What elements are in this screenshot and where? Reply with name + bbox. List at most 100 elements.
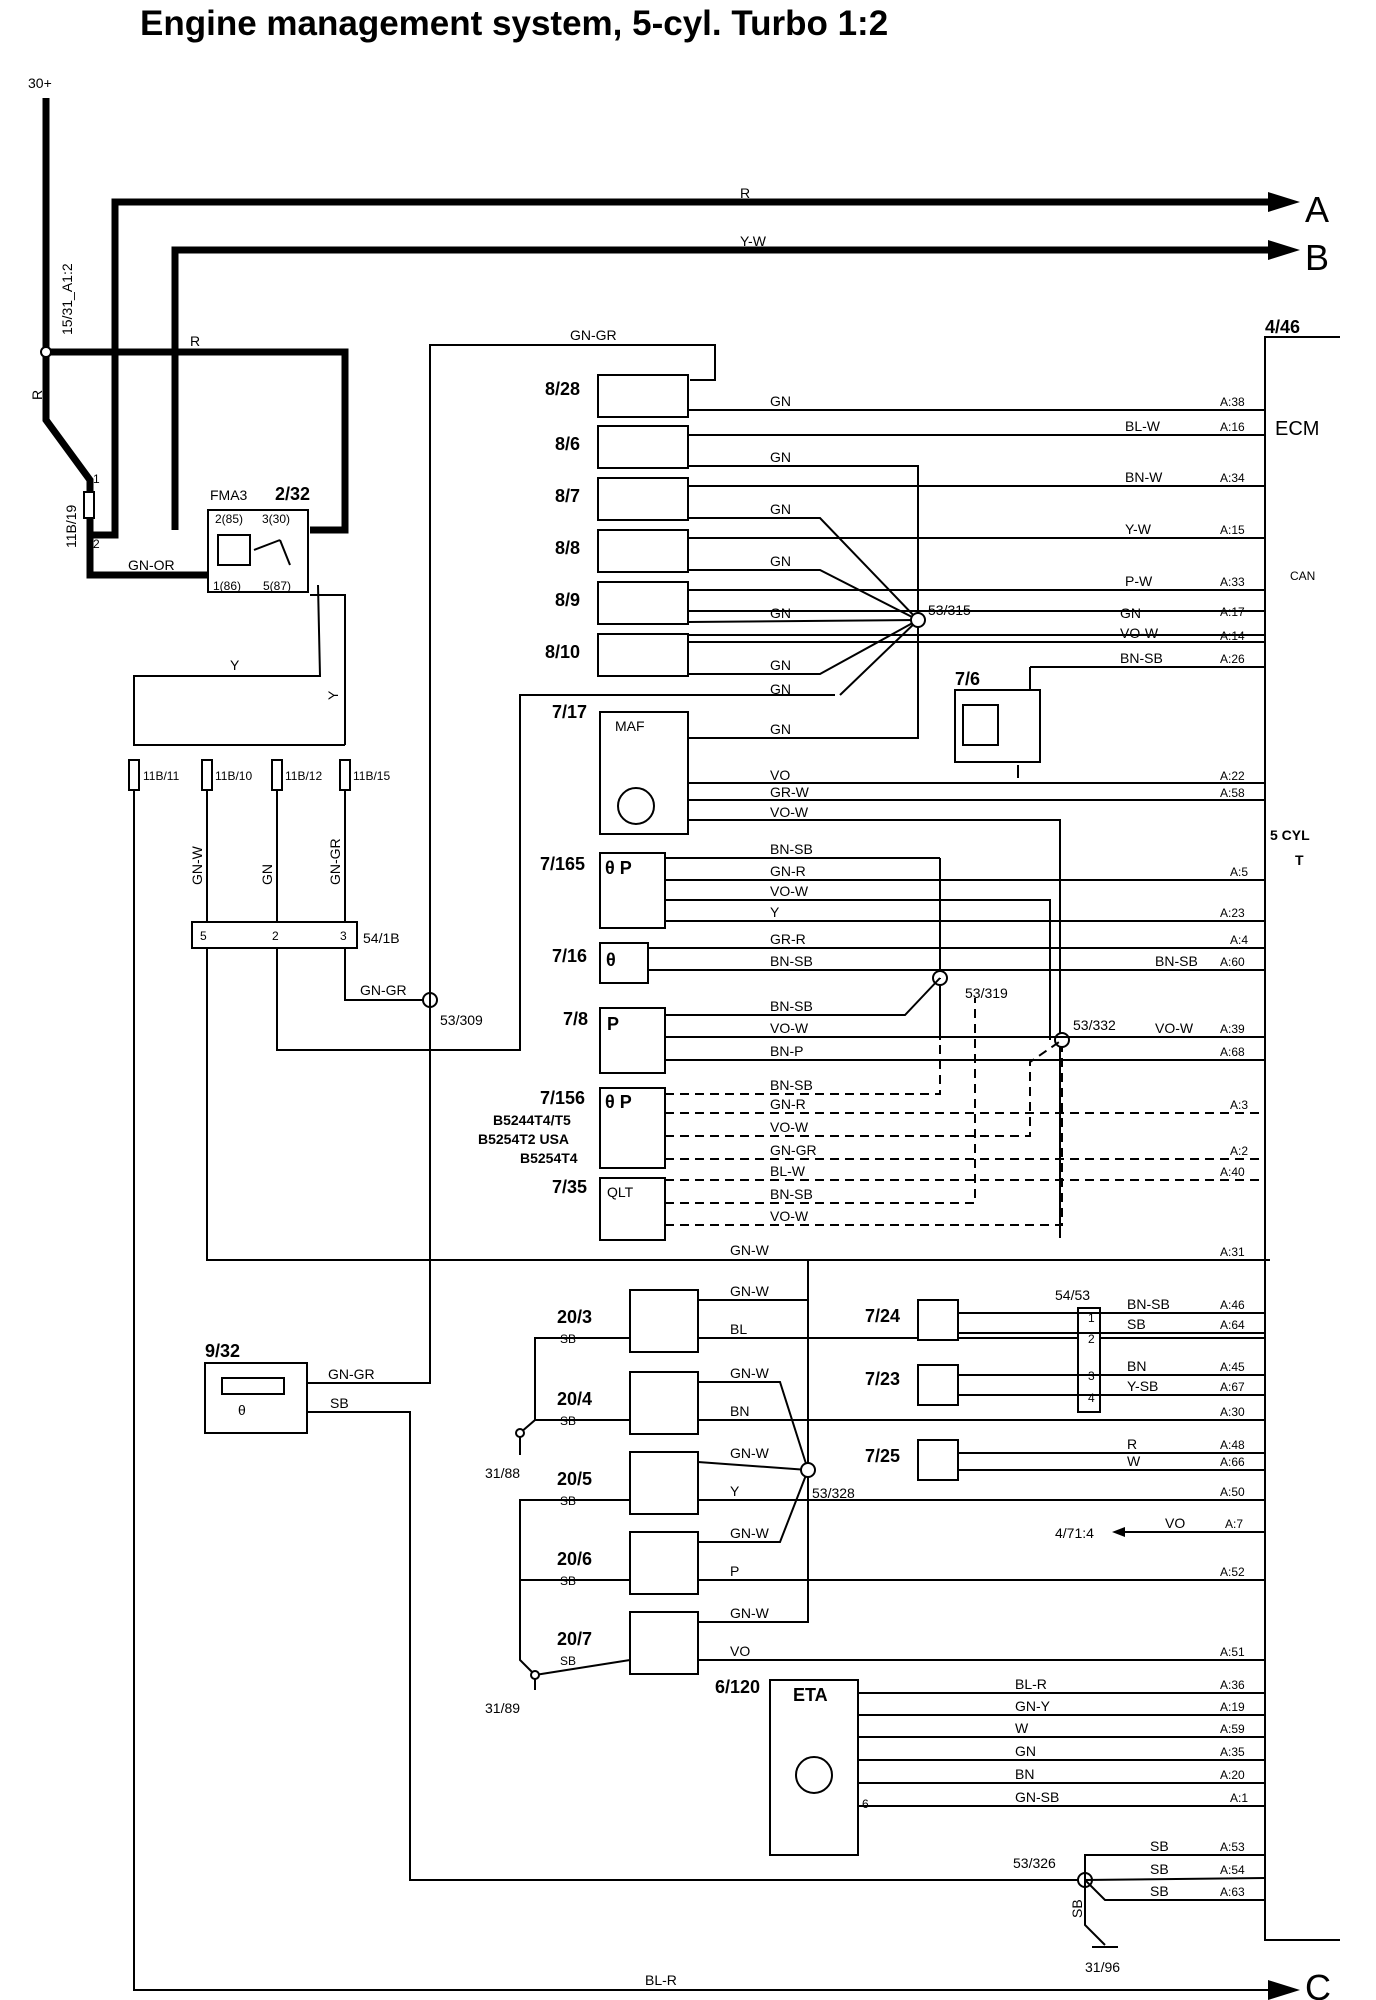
wl-bnsb-35: BN-SB bbox=[770, 1186, 813, 1202]
label-6-120: 6/120 bbox=[715, 1677, 760, 1697]
wl-p-c4: P bbox=[730, 1563, 739, 1579]
wl-gn-5: GN bbox=[770, 605, 791, 621]
label-15-31: 15/31_A1:2 bbox=[59, 263, 75, 335]
wire-fuse-gngr bbox=[344, 790, 430, 1001]
pin-a2: A:2 bbox=[1230, 1144, 1248, 1158]
label-11b15: 11B/15 bbox=[353, 769, 390, 783]
sensor-7-8-p: P bbox=[607, 1014, 619, 1034]
splice-53-328 bbox=[800, 1462, 816, 1478]
node-15-31 bbox=[40, 346, 52, 358]
supply-label: 30+ bbox=[28, 75, 52, 91]
label-20-5: 20/5 bbox=[557, 1469, 592, 1489]
pin-a39: A:39 bbox=[1220, 1022, 1245, 1036]
maf-transistor-icon bbox=[617, 787, 655, 825]
label-inj-8-9: 8/9 bbox=[555, 590, 580, 610]
output-b: B bbox=[1305, 237, 1329, 278]
wl-blr-c: BL-R bbox=[645, 1972, 677, 1988]
label-11b12: 11B/12 bbox=[285, 769, 322, 783]
wl-gn-2: GN bbox=[770, 449, 791, 465]
sensor-7-35 bbox=[599, 1177, 666, 1241]
wire-y-relay bbox=[133, 584, 345, 746]
wire-label-r-supply: R bbox=[29, 390, 45, 400]
pin-a23: A:23 bbox=[1220, 906, 1245, 920]
pin-a45: A:45 bbox=[1220, 1360, 1245, 1374]
sensor-9-32 bbox=[204, 1362, 308, 1434]
fuse-11b19 bbox=[83, 491, 95, 519]
pin-a64: A:64 bbox=[1220, 1318, 1245, 1332]
sensor-7-24 bbox=[917, 1299, 959, 1341]
wire-7165-down-2 bbox=[910, 899, 1051, 1040]
pin-a31: A:31 bbox=[1220, 1245, 1245, 1259]
label-can: CAN bbox=[1290, 569, 1315, 583]
wire-fuse-down bbox=[133, 790, 1268, 1991]
wl-gnw-c1: GN-W bbox=[730, 1283, 770, 1299]
label-11b10: 11B/10 bbox=[215, 769, 252, 783]
throttle-eta bbox=[769, 1679, 859, 1856]
wl-bnsb-1: BN-SB bbox=[1120, 650, 1163, 666]
pin-a53: A:53 bbox=[1220, 1840, 1245, 1854]
label-7-35: 7/35 bbox=[552, 1177, 587, 1197]
label-7-17: 7/17 bbox=[552, 702, 587, 722]
wl-y-165: Y bbox=[770, 904, 780, 920]
wl-bnsb-16: BN-SB bbox=[770, 953, 813, 969]
pin-a26: A:26 bbox=[1220, 652, 1245, 666]
wire-label-y-2: Y bbox=[325, 690, 341, 700]
pin-a16: A:16 bbox=[1220, 420, 1245, 434]
wl-gn-1: GN bbox=[770, 393, 791, 409]
label-7-24: 7/24 bbox=[865, 1306, 900, 1326]
pin-a1: A:1 bbox=[1230, 1791, 1248, 1805]
relay-pin-330: 3(30) bbox=[262, 512, 290, 526]
wl-sb-c5: SB bbox=[560, 1654, 576, 1668]
injectors bbox=[597, 374, 689, 677]
wl-gnw-31: GN-W bbox=[730, 1242, 770, 1258]
pin-a38: A:38 bbox=[1220, 395, 1245, 409]
label-53-309: 53/309 bbox=[440, 1012, 483, 1028]
relay-pin-587: 5(87) bbox=[263, 579, 291, 593]
label-20-3: 20/3 bbox=[557, 1307, 592, 1327]
arrow-b bbox=[1268, 240, 1300, 260]
pin-a34: A:34 bbox=[1220, 471, 1245, 485]
label-7-165: 7/165 bbox=[540, 854, 585, 874]
label-ecm: ECM bbox=[1275, 418, 1319, 440]
wl-vo-471: VO bbox=[1165, 1515, 1185, 1531]
arrow-4-71 bbox=[1112, 1527, 1125, 1537]
wl-sb-724: SB bbox=[1127, 1316, 1146, 1332]
pin-a59: A:59 bbox=[1220, 1722, 1245, 1736]
arrow-c bbox=[1268, 1980, 1300, 2000]
label-inj-8-28: 8/28 bbox=[545, 379, 580, 399]
wl-bnsb-78: BN-SB bbox=[770, 998, 813, 1014]
splice-53-332 bbox=[1054, 1032, 1070, 1048]
sensor-7-16 bbox=[599, 942, 649, 984]
label-9-32: 9/32 bbox=[205, 1341, 240, 1361]
coil-wires bbox=[519, 1260, 1265, 1690]
wl-sb-c3: SB bbox=[560, 1494, 576, 1508]
wl-bl-c1: BL bbox=[730, 1321, 747, 1337]
wl-gn-8: GN bbox=[770, 681, 791, 697]
wl-blw-35: BL-W bbox=[770, 1163, 806, 1179]
wl-vow-78: VO-W bbox=[770, 1020, 809, 1036]
wire-label-gnw-f: GN-W bbox=[189, 845, 205, 885]
pin-a3: A:3 bbox=[1230, 1098, 1248, 1112]
wl-grw-maf: GR-W bbox=[770, 784, 810, 800]
wire-y-relay-2 bbox=[310, 594, 346, 745]
wl-blw: BL-W bbox=[1125, 418, 1161, 434]
pin-a51: A:51 bbox=[1220, 1645, 1245, 1659]
wl-yw: Y-W bbox=[1125, 521, 1152, 537]
diagram-title: Engine management system, 5-cyl. Turbo 1… bbox=[140, 4, 889, 43]
sensor-9-32-theta: θ bbox=[238, 1402, 246, 1418]
pin-a50: A:50 bbox=[1220, 1485, 1245, 1499]
wl-bnsb-724: BN-SB bbox=[1127, 1296, 1170, 1312]
wl-vow-165: VO-W bbox=[770, 883, 809, 899]
pin-a67: A:67 bbox=[1220, 1380, 1245, 1394]
eta-transistor-icon bbox=[795, 1756, 833, 1794]
eta-wires bbox=[858, 1692, 1265, 1807]
sensor-9-32-resistor bbox=[221, 1377, 285, 1395]
wire-735-3 bbox=[665, 1047, 1063, 1226]
arrow-a bbox=[1268, 192, 1300, 212]
injector-wires bbox=[687, 409, 1265, 739]
wire-label-gnor: GN-OR bbox=[128, 557, 175, 573]
eta-text: ETA bbox=[793, 1685, 828, 1705]
sensor-7-25 bbox=[917, 1439, 959, 1481]
wl-gnw-c2: GN-W bbox=[730, 1365, 770, 1381]
pin-a36: A:36 bbox=[1220, 1678, 1245, 1692]
